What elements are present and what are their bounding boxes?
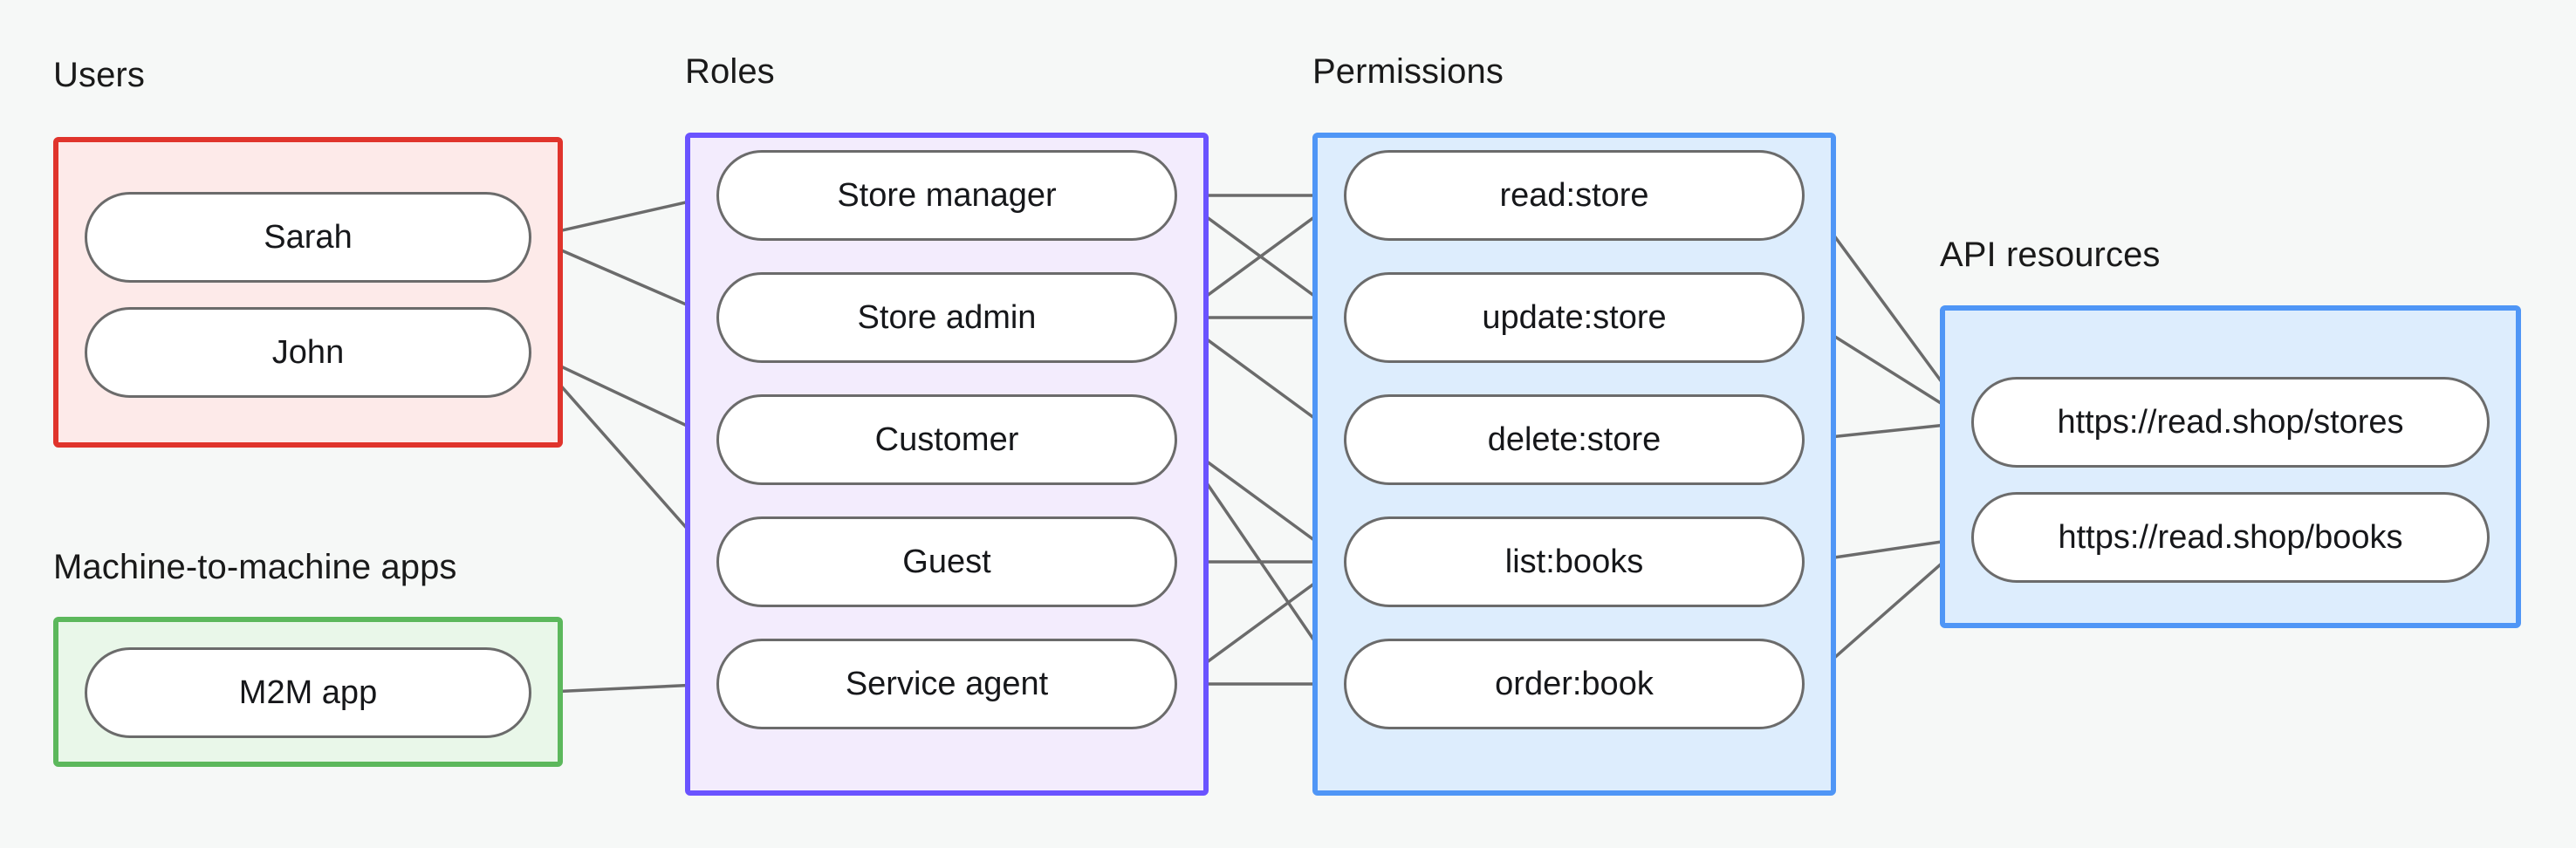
node-read-store[interactable]: read:store <box>1344 150 1805 241</box>
node-customer[interactable]: Customer <box>716 394 1177 485</box>
node-label: update:store <box>1482 299 1667 336</box>
node-store-manager[interactable]: Store manager <box>716 150 1177 241</box>
node-label: Guest <box>902 544 991 580</box>
node-delete-store[interactable]: delete:store <box>1344 394 1805 485</box>
node-label: M2M app <box>238 674 378 711</box>
node-label: https://read.shop/stores <box>2057 404 2404 441</box>
node-label: delete:store <box>1487 421 1661 458</box>
group-title-api-resources: API resources <box>1940 236 2161 274</box>
node-label: Customer <box>874 421 1019 458</box>
node-store-admin[interactable]: Store admin <box>716 272 1177 363</box>
node-label: https://read.shop/books <box>2058 519 2403 556</box>
node-sarah[interactable]: Sarah <box>85 192 531 283</box>
node-order-book[interactable]: order:book <box>1344 639 1805 729</box>
node-resource-books[interactable]: https://read.shop/books <box>1971 492 2490 583</box>
node-label: list:books <box>1504 544 1644 580</box>
node-label: Service agent <box>845 666 1049 702</box>
node-label: Sarah <box>264 219 353 256</box>
node-label: Store manager <box>837 177 1057 214</box>
node-list-books[interactable]: list:books <box>1344 516 1805 607</box>
group-title-roles: Roles <box>685 52 775 91</box>
node-john[interactable]: John <box>85 307 531 398</box>
node-update-store[interactable]: update:store <box>1344 272 1805 363</box>
node-label: John <box>271 334 345 371</box>
node-label: Store admin <box>857 299 1037 336</box>
node-label: order:book <box>1495 666 1654 702</box>
group-title-permissions: Permissions <box>1312 52 1504 91</box>
node-label: read:store <box>1499 177 1649 214</box>
node-m2m-app[interactable]: M2M app <box>85 647 531 738</box>
node-resource-stores[interactable]: https://read.shop/stores <box>1971 377 2490 468</box>
group-title-users: Users <box>53 56 145 94</box>
node-service-agent[interactable]: Service agent <box>716 639 1177 729</box>
node-guest[interactable]: Guest <box>716 516 1177 607</box>
group-title-m2m: Machine-to-machine apps <box>53 548 457 586</box>
group-box-users <box>53 137 563 448</box>
